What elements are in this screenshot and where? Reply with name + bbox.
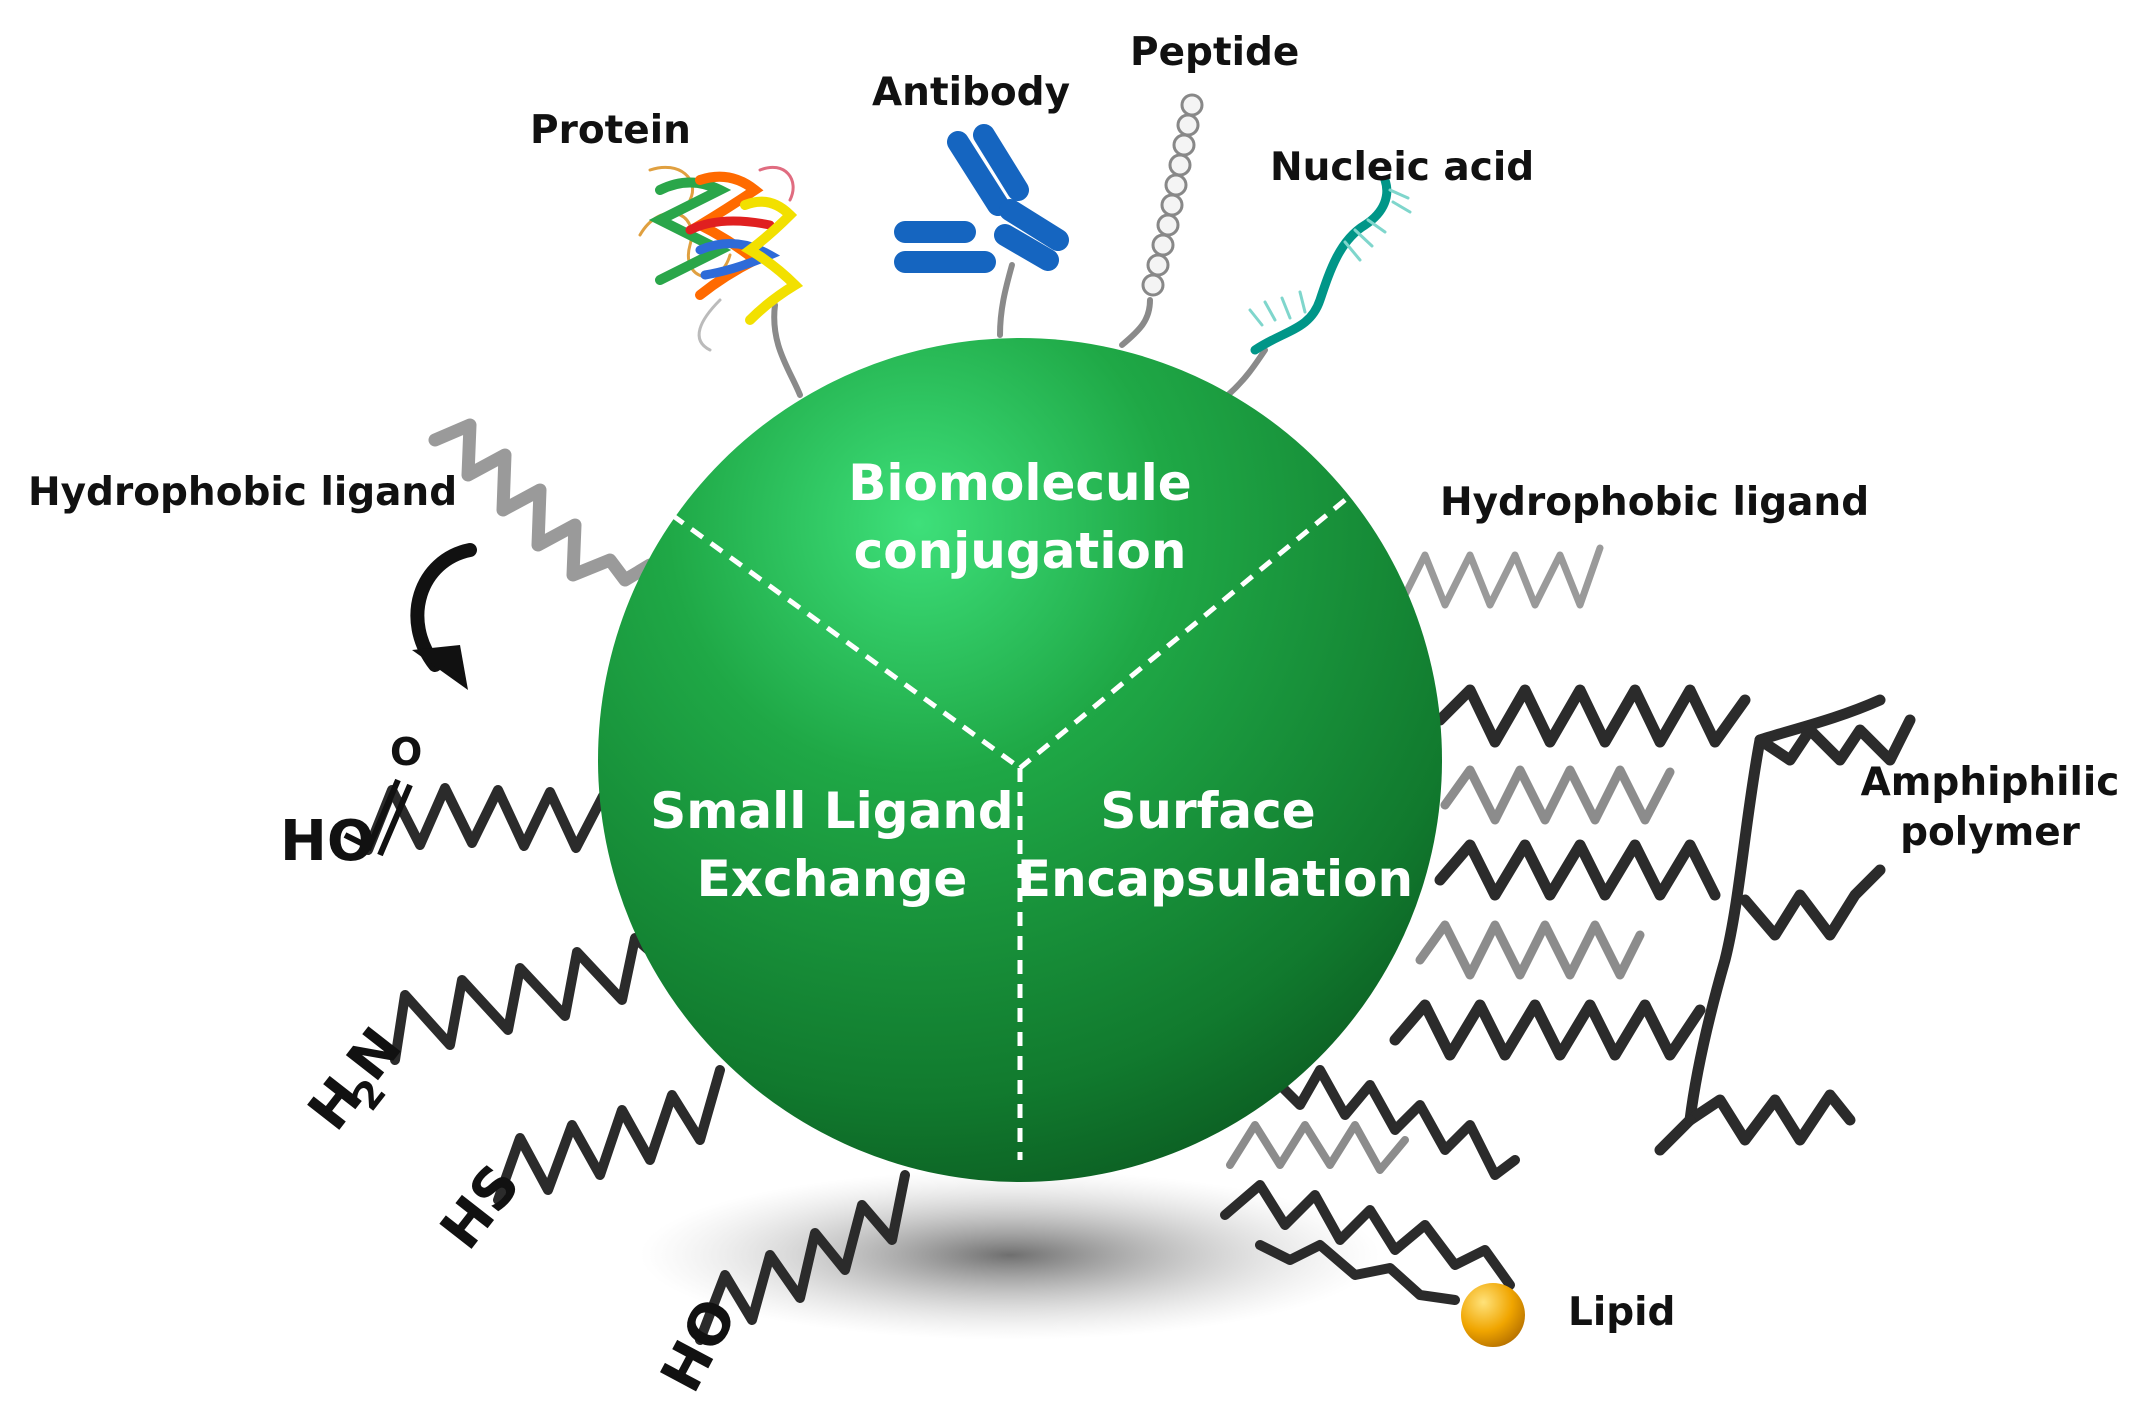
- amphiphilic-side-2: [1739, 864, 1886, 941]
- peptide-icon: [1141, 93, 1204, 297]
- label-antibody: Antibody: [872, 70, 1070, 115]
- amine-chain: [390, 933, 665, 1065]
- label-peptide: Peptide: [1130, 30, 1299, 75]
- exchange-arrow-icon: [410, 543, 477, 690]
- lipid-head-icon: [1461, 1283, 1525, 1347]
- label-lipid: Lipid: [1568, 1290, 1675, 1335]
- lipid-chain-grey: [1226, 1121, 1409, 1174]
- thiol-chain: [493, 1065, 725, 1205]
- nucleic-acid-icon: [1248, 175, 1412, 355]
- amphiphilic-side-1: [1754, 714, 1916, 766]
- lipid-chain-3: [1255, 1240, 1460, 1305]
- label-nucleic-acid: Nucleic acid: [1270, 145, 1534, 190]
- antibody-linker: [997, 262, 1015, 338]
- section-encapsulation-line2: Encapsulation: [1017, 850, 1413, 908]
- carboxyl-ho-label: HO: [280, 809, 374, 874]
- carboxyl-oxygen: O: [390, 730, 422, 774]
- amphiphilic-chain-grey-2: [1415, 920, 1645, 980]
- carbonyl-bond: [365, 778, 413, 857]
- amphiphilic-chain-3: [1389, 999, 1706, 1061]
- lipid-chain-1: [1265, 1065, 1520, 1180]
- amphiphilic-chain-1: [1434, 684, 1751, 748]
- lipid-chain-2: [1220, 1180, 1515, 1290]
- label-amphiphilic-line1: Amphiphilic: [1861, 760, 2120, 805]
- protein-icon: [638, 165, 804, 352]
- section-biomolecule-line2: conjugation: [854, 522, 1187, 580]
- antibody-icon: [894, 124, 1069, 273]
- sphere-shadow: [640, 1170, 1380, 1340]
- thiol-label: HS: [428, 1153, 533, 1262]
- label-amphiphilic-line2: polymer: [1900, 810, 2081, 855]
- hydrophobic-ligand-right-chain: [1396, 544, 1604, 609]
- hydroxyl-bond: [343, 832, 367, 848]
- nucleic-linker: [1225, 347, 1268, 398]
- amphiphilic-side-3: [1684, 1089, 1856, 1146]
- hydrophobic-ligand-left-chain: [428, 418, 657, 587]
- label-protein: Protein: [530, 108, 691, 153]
- protein-linker: [771, 302, 803, 398]
- nanoparticle-sphere: [598, 338, 1442, 1182]
- amphiphilic-side-4: [1654, 1114, 1696, 1156]
- section-biomolecule-line1: Biomolecule: [848, 454, 1191, 512]
- label-hydrophobic-ligand-right: Hydrophobic ligand: [1440, 480, 1869, 525]
- carboxyl-group: [343, 778, 413, 857]
- amphiphilic-chain-2: [1434, 839, 1721, 901]
- amphiphilic-chain-grey-1: [1440, 765, 1675, 825]
- section-encapsulation-line1: Surface: [1100, 782, 1315, 840]
- hydroxyl-chain: [695, 1170, 910, 1345]
- section-ligand-exchange-line1: Small Ligand: [650, 782, 1013, 840]
- label-hydrophobic-ligand-left: Hydrophobic ligand: [28, 470, 457, 515]
- carboxyl-chain: [363, 783, 630, 855]
- section-ligand-exchange-line2: Exchange: [697, 850, 968, 908]
- peptide-linker: [1119, 297, 1153, 348]
